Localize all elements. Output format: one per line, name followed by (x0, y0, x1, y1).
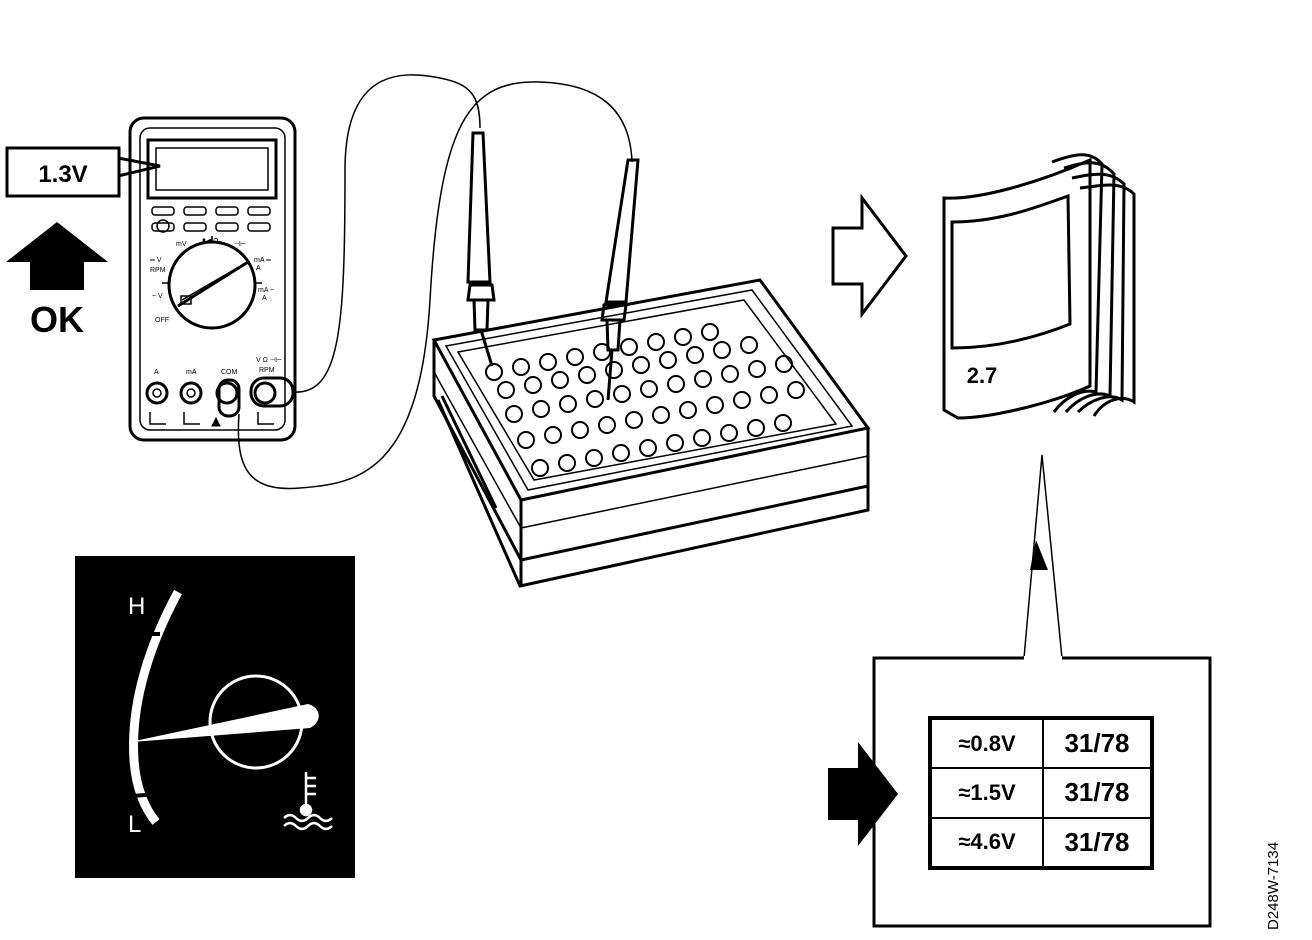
gauge-low-label: L (128, 811, 141, 838)
table-cell-pin: 31/78 (1043, 768, 1151, 818)
svg-text:mV: mV (176, 241, 187, 248)
svg-text:⊣⊢: ⊣⊢ (234, 241, 246, 248)
gauge-needle (130, 704, 319, 742)
svg-text:COM: COM (221, 369, 238, 376)
multimeter: mV ▮◀ Ω ⊣⊢ ═ V RPM mA ═ A ~ V mA ~ A OFF… (117, 116, 297, 442)
svg-text:A: A (262, 295, 267, 302)
right-arrow-icon (831, 193, 908, 319)
svg-text:RPM: RPM (150, 267, 166, 274)
svg-text:mA ═: mA ═ (254, 257, 271, 264)
svg-text:mA ~: mA ~ (258, 287, 274, 294)
svg-text:═ V: ═ V (149, 257, 162, 264)
voltage-table: ≈0.8V 31/78 ≈1.5V 31/78 ≈4.6V 31/78 (928, 716, 1154, 870)
right-arrow-solid-icon (828, 742, 898, 846)
svg-text:RPM: RPM (259, 367, 275, 374)
table-cell-voltage: ≈0.8V (931, 719, 1043, 769)
input-jacks: A mA COM V Ω ⊣⊢ RPM (145, 357, 282, 427)
svg-text:V Ω ⊣⊢: V Ω ⊣⊢ (256, 357, 282, 364)
probe-right (600, 158, 640, 401)
rotary-dial (162, 236, 262, 330)
breakout-box (431, 278, 871, 588)
svg-text:▮◀ Ω: ▮◀ Ω (202, 238, 218, 245)
com-plug (217, 378, 241, 418)
readout-value: 1.3V (38, 161, 87, 188)
gauge-high-label: H (128, 593, 145, 620)
table-cell-voltage: ≈1.5V (931, 768, 1043, 818)
temperature-gauge: H L (75, 556, 355, 878)
service-manual: 2.7 (942, 153, 1136, 420)
drawing-code: D248W-7134 (1265, 842, 1282, 930)
readout-pointer (117, 156, 161, 178)
callout-pointer (1023, 454, 1063, 659)
svg-text:~ V: ~ V (152, 293, 163, 300)
table-cell-pin: 31/78 (1043, 817, 1151, 867)
multimeter-buttons (151, 206, 271, 233)
socket-grid (485, 323, 805, 477)
readout-box: 1.3V (5, 146, 121, 198)
dial-markings: mV ▮◀ Ω ⊣⊢ ═ V RPM mA ═ A ~ V mA ~ A OFF (149, 238, 274, 324)
manual-section-label: 2.7 (967, 363, 998, 388)
svg-text:A: A (256, 265, 261, 272)
svg-text:mA: mA (186, 369, 197, 376)
svg-text:A: A (154, 369, 159, 376)
test-leads (237, 74, 633, 490)
ok-label: OK (30, 299, 84, 340)
svg-text:OFF: OFF (155, 317, 169, 324)
up-arrow-icon (6, 222, 108, 290)
coolant-temperature-icon (283, 772, 333, 831)
table-cell-pin: 31/78 (1043, 719, 1151, 769)
table-cell-voltage: ≈4.6V (931, 817, 1043, 867)
